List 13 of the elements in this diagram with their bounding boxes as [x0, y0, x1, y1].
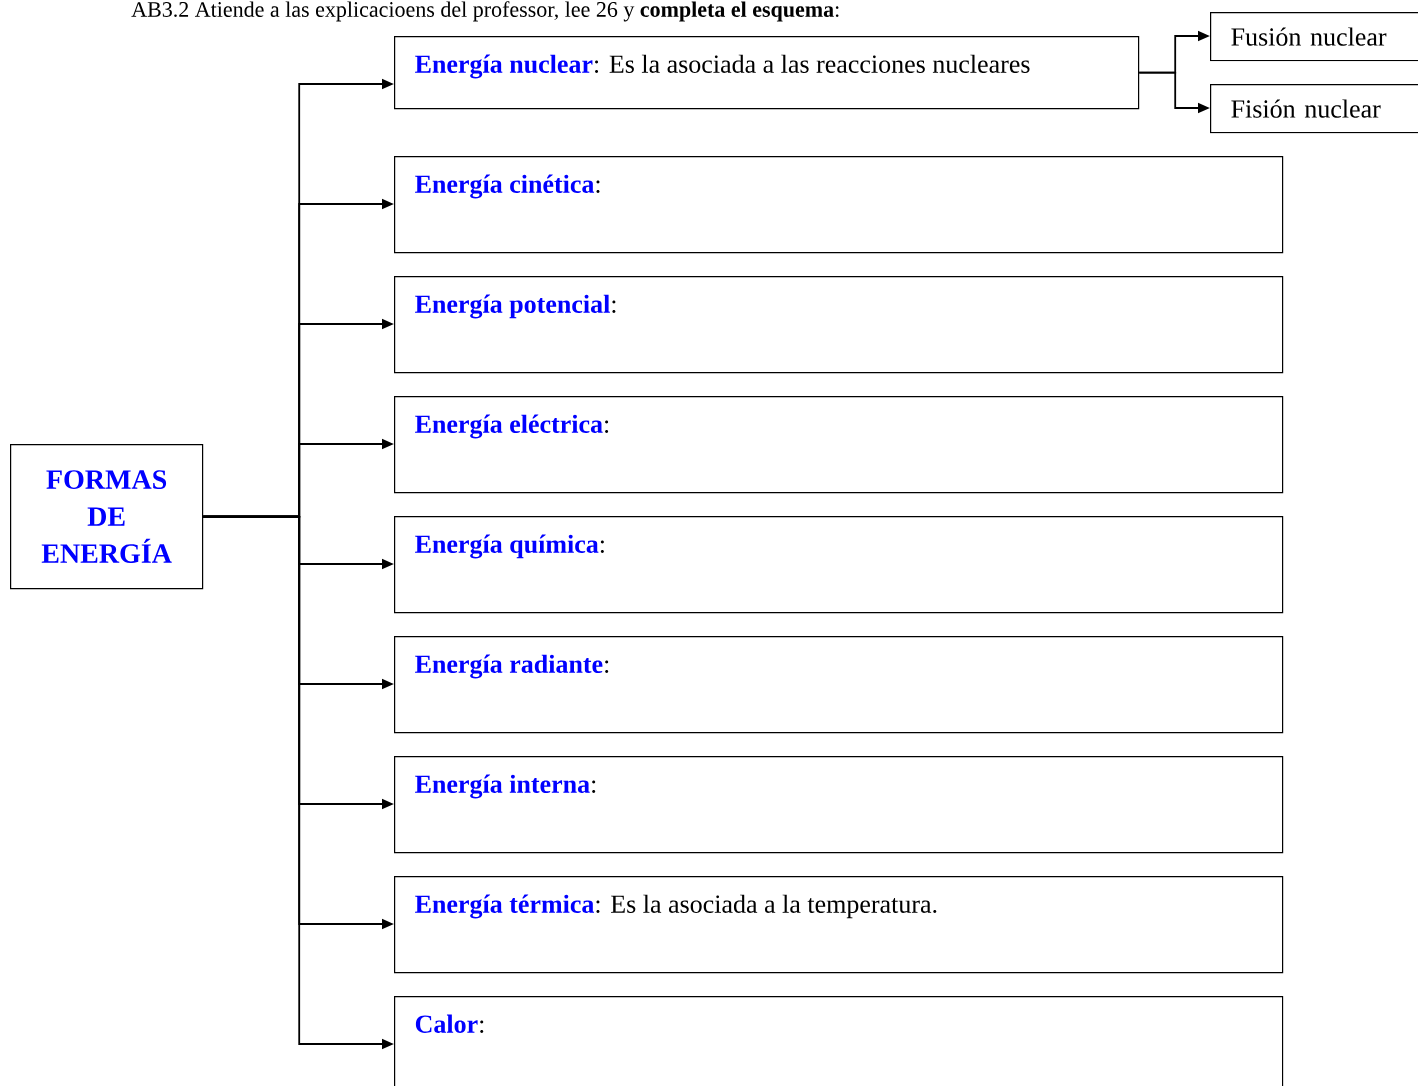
definition-box: Energía cinética:	[394, 156, 1284, 254]
definition-box: Energía nuclear: Es la asociada a las reacciones nucleares	[394, 36, 1140, 110]
category-box: FORMAS DE ENERGÍA	[10, 444, 204, 590]
definition-box: Energía potencial:	[394, 276, 1284, 374]
definition-box: Energía eléctrica:	[394, 396, 1284, 494]
result-box: Fusión nuclear	[1210, 12, 1418, 62]
heading: AB3.2 Atiende a las explicacioens del professor, lee 26 y completa el esquema:	[131, 1, 839, 22]
definition-box: Energía térmica: Es la asociada a la temperatura.	[394, 876, 1284, 974]
definition-box: Calor:	[394, 996, 1284, 1086]
definition-box: Energía radiante:	[394, 636, 1284, 734]
result-box: Fisión nuclear	[1210, 84, 1418, 134]
definition-box: Energía química:	[394, 516, 1284, 614]
definition-box: Energía interna:	[394, 756, 1284, 854]
